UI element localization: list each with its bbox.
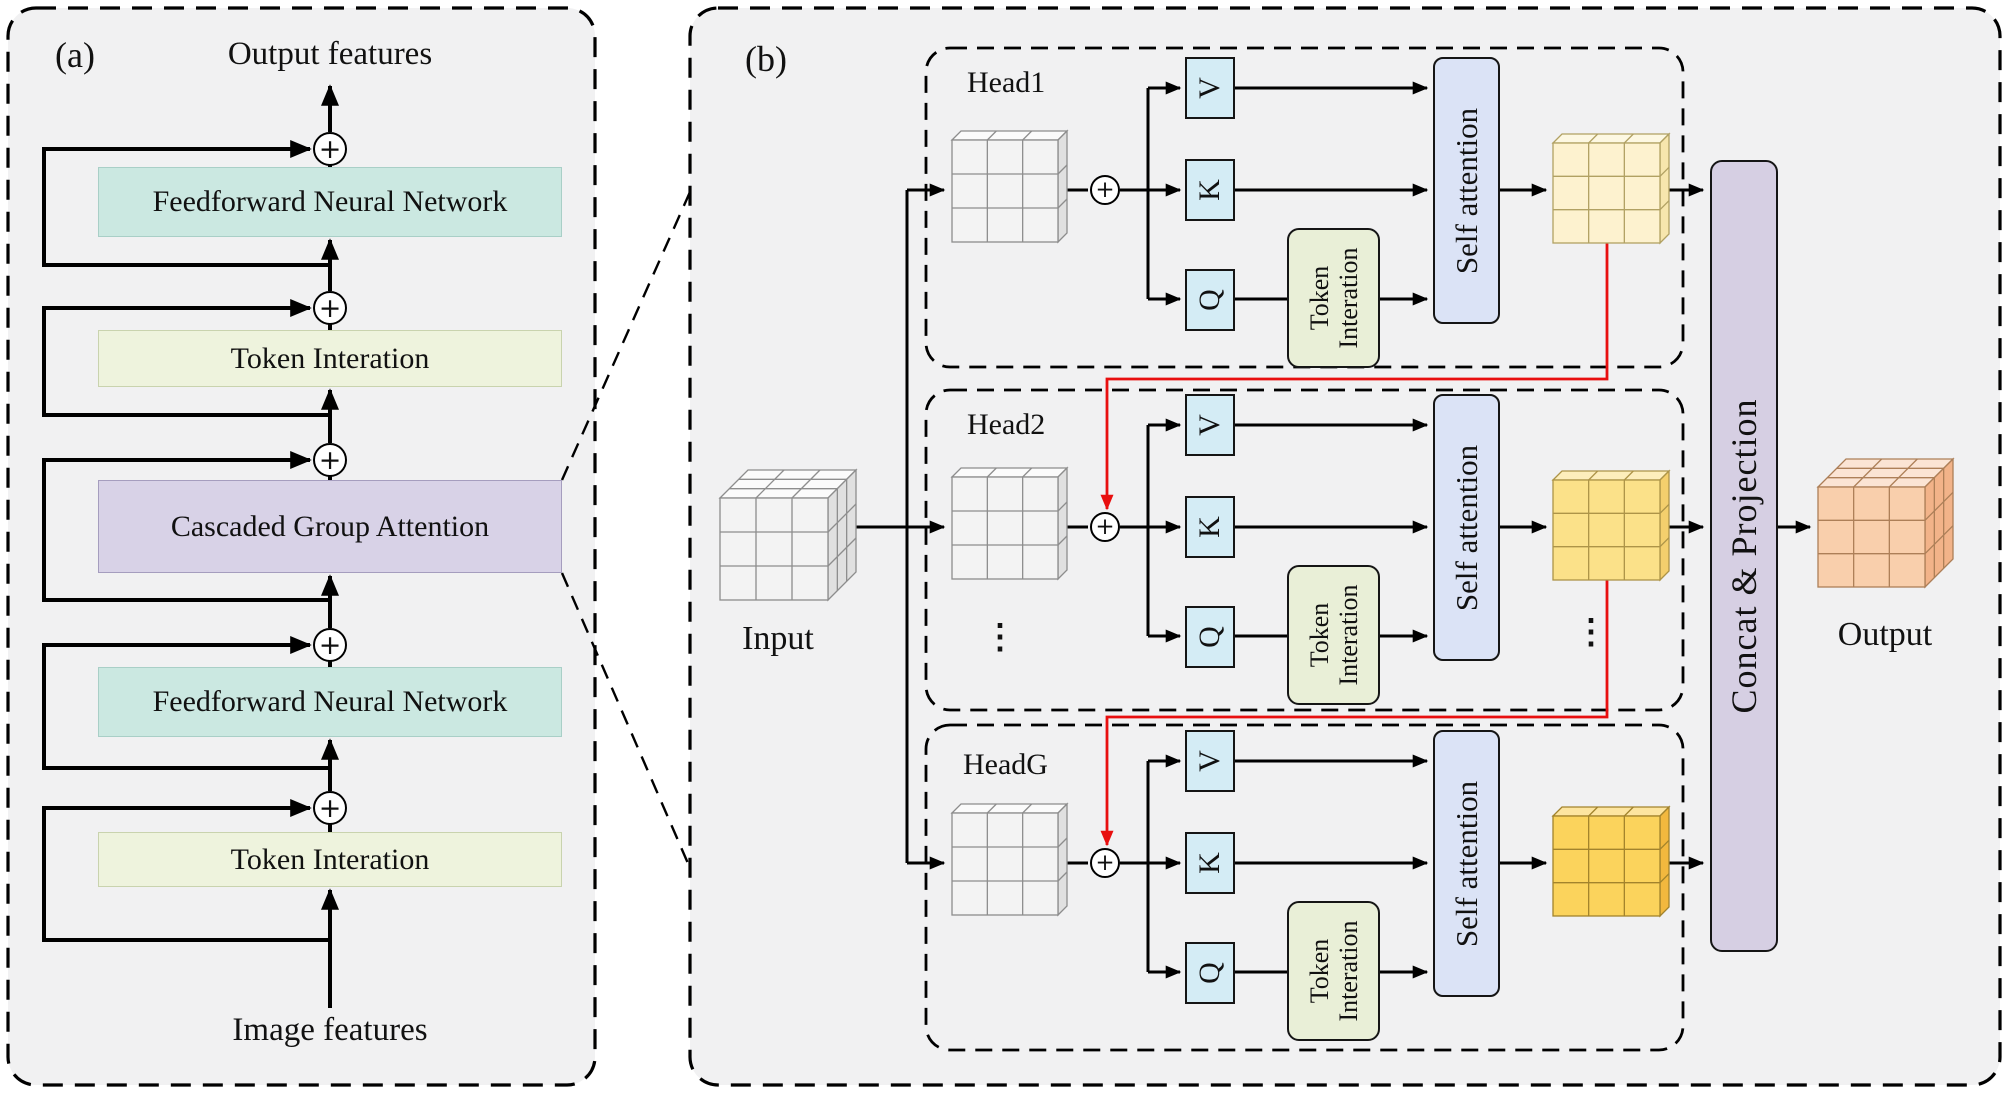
head1-k-box: K xyxy=(1185,159,1235,221)
headg-self-attention-box: Self attention xyxy=(1433,730,1500,997)
add-icon: + xyxy=(313,628,347,662)
image-features-label: Image features xyxy=(232,1012,428,1048)
headg-feature-grid xyxy=(950,802,1069,917)
add-icon: + xyxy=(313,791,347,825)
plus-glyph: + xyxy=(1095,176,1115,203)
k-label: K xyxy=(1193,852,1226,874)
feedforward-block-bottom: Feedforward Neural Network xyxy=(98,667,562,737)
token-interaction-line2: Interation xyxy=(1333,584,1363,686)
headg-q-box: Q xyxy=(1185,942,1235,1004)
head2-q-box: Q xyxy=(1185,606,1235,668)
token-interaction-block-bottom: Token Interation xyxy=(98,832,562,887)
head2-k-box: K xyxy=(1185,496,1235,558)
add-icon: + xyxy=(313,132,347,166)
outputs-ellipsis: ⋮ xyxy=(1574,612,1608,652)
head1-output-cube xyxy=(1551,132,1671,245)
v-label: V xyxy=(1193,414,1226,436)
headg-label: HeadG xyxy=(963,748,1048,781)
head1-label: Head1 xyxy=(967,66,1046,99)
head2-self-attention-box: Self attention xyxy=(1433,394,1500,661)
panel-b-tag: (b) xyxy=(745,39,787,79)
headg-output-cube xyxy=(1551,805,1671,918)
token-interaction-line1: Token xyxy=(1304,602,1334,668)
v-label: V xyxy=(1193,750,1226,772)
token-interaction-block-top: Token Interation xyxy=(98,330,562,387)
plus-glyph: + xyxy=(1095,849,1115,876)
concat-projection-label: Concat & Projection xyxy=(1724,398,1764,714)
head2-v-box: V xyxy=(1185,394,1235,456)
add-icon: + xyxy=(1090,175,1120,205)
heads-ellipsis: ⋮ xyxy=(983,617,1017,657)
plus-glyph: + xyxy=(318,133,342,165)
head1-q-box: Q xyxy=(1185,269,1235,331)
headg-k-box: K xyxy=(1185,832,1235,894)
add-icon: + xyxy=(313,443,347,477)
headg-box xyxy=(924,723,1685,1052)
cascaded-group-attention-block: Cascaded Group Attention xyxy=(98,480,562,573)
head1-self-attention-box: Self attention xyxy=(1433,57,1500,324)
self-attention-label: Self attention xyxy=(1448,444,1484,611)
plus-glyph: + xyxy=(1095,513,1115,540)
head2-feature-grid xyxy=(950,466,1069,581)
plus-glyph: + xyxy=(318,292,342,324)
q-label: Q xyxy=(1193,962,1226,984)
cascade-head1-to-head2 xyxy=(1100,243,1609,511)
add-icon: + xyxy=(1090,848,1120,878)
output-label: Output xyxy=(1837,616,1933,653)
output-features-label: Output features xyxy=(227,36,433,72)
token-interaction-line2: Interation xyxy=(1333,920,1363,1022)
self-attention-label: Self attention xyxy=(1448,780,1484,947)
input-label: Input xyxy=(742,620,814,657)
q-label: Q xyxy=(1193,626,1226,648)
input-cube xyxy=(718,468,858,602)
token-interaction-line1: Token xyxy=(1304,265,1334,331)
k-label: K xyxy=(1193,179,1226,201)
token-interaction-line2: Interation xyxy=(1333,247,1363,349)
output-cube xyxy=(1816,457,1955,589)
token-interaction-line1: Token xyxy=(1304,938,1334,1004)
head2-label: Head2 xyxy=(967,408,1046,441)
add-icon: + xyxy=(313,291,347,325)
headg-v-box: V xyxy=(1185,730,1235,792)
cascade-head2-to-headg xyxy=(1100,580,1609,847)
self-attention-label: Self attention xyxy=(1448,107,1484,274)
head1-v-box: V xyxy=(1185,57,1235,119)
plus-glyph: + xyxy=(318,444,342,476)
feedforward-block-top: Feedforward Neural Network xyxy=(98,167,562,237)
head2-output-cube xyxy=(1551,469,1671,582)
zoom-connector-top xyxy=(560,191,692,481)
plus-glyph: + xyxy=(318,792,342,824)
concat-projection-bar: Concat & Projection xyxy=(1710,160,1778,952)
plus-glyph: + xyxy=(318,629,342,661)
zoom-connector-bottom xyxy=(560,572,692,869)
k-label: K xyxy=(1193,516,1226,538)
head1-feature-grid xyxy=(950,129,1069,244)
q-label: Q xyxy=(1193,289,1226,311)
head2-box xyxy=(924,388,1685,712)
v-label: V xyxy=(1193,77,1226,99)
add-icon: + xyxy=(1090,512,1120,542)
panel-a-tag: (a) xyxy=(55,35,95,75)
